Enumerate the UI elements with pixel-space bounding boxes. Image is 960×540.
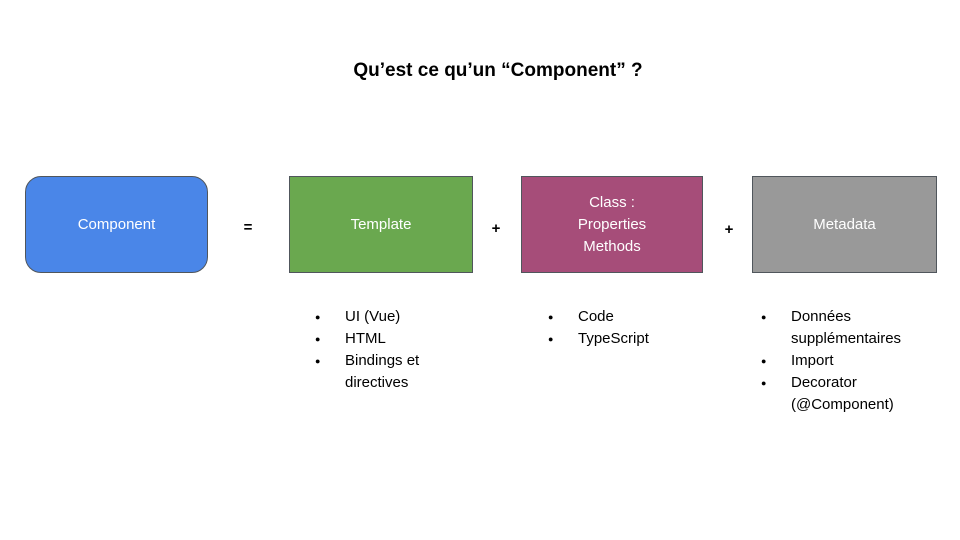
- class-bullet-list: ● Code ● TypeScript: [548, 306, 698, 350]
- bullet-icon: ●: [315, 334, 321, 344]
- template-box-label: Template: [350, 215, 412, 233]
- list-item-text: Code: [578, 308, 614, 325]
- class-box: Class : Properties Methods: [521, 176, 703, 273]
- equals-sign: =: [243, 218, 253, 236]
- class-box-label-line: Methods: [583, 237, 641, 255]
- list-item-text: Import: [791, 352, 834, 369]
- metadata-bullet-list: ● Données supplémentaires ● Import ● Dec…: [761, 306, 919, 416]
- list-item-text: UI (Vue): [345, 308, 401, 325]
- bullet-icon: ●: [315, 356, 321, 366]
- list-item-text: Decorator (@Component): [791, 374, 894, 413]
- metadata-box: Metadata: [752, 176, 937, 273]
- bullet-icon: ●: [761, 312, 767, 322]
- plus-sign: +: [724, 220, 734, 238]
- list-item: ● Données supplémentaires: [761, 306, 919, 350]
- list-item: ● Code: [548, 306, 698, 328]
- template-box: Template: [289, 176, 473, 273]
- list-item: ● Decorator (@Component): [761, 372, 919, 416]
- list-item: ● HTML: [315, 328, 451, 350]
- class-box-label-line: Class :: [589, 193, 635, 211]
- slide-title: Qu’est ce qu’un “Component” ?: [353, 60, 643, 81]
- list-item-text: TypeScript: [578, 330, 649, 347]
- bullet-icon: ●: [548, 312, 554, 322]
- list-item: ● Bindings et directives: [315, 350, 451, 394]
- template-bullet-list: ● UI (Vue) ● HTML ● Bindings et directiv…: [315, 306, 451, 394]
- bullet-icon: ●: [761, 356, 767, 366]
- list-item: ● UI (Vue): [315, 306, 451, 328]
- class-box-label-line: Properties: [577, 215, 647, 233]
- list-item-text: HTML: [345, 330, 386, 347]
- metadata-box-label: Metadata: [813, 215, 876, 233]
- list-item-text: Bindings et directives: [345, 352, 420, 391]
- list-item: ● Import: [761, 350, 919, 372]
- component-box: Component: [25, 176, 208, 273]
- bullet-icon: ●: [315, 312, 321, 322]
- list-item: ● TypeScript: [548, 328, 698, 350]
- bullet-icon: ●: [548, 334, 554, 344]
- list-item-text: Données supplémentaires: [791, 308, 902, 347]
- bullet-icon: ●: [761, 378, 767, 388]
- component-box-label: Component: [77, 215, 156, 233]
- plus-sign: +: [491, 219, 501, 237]
